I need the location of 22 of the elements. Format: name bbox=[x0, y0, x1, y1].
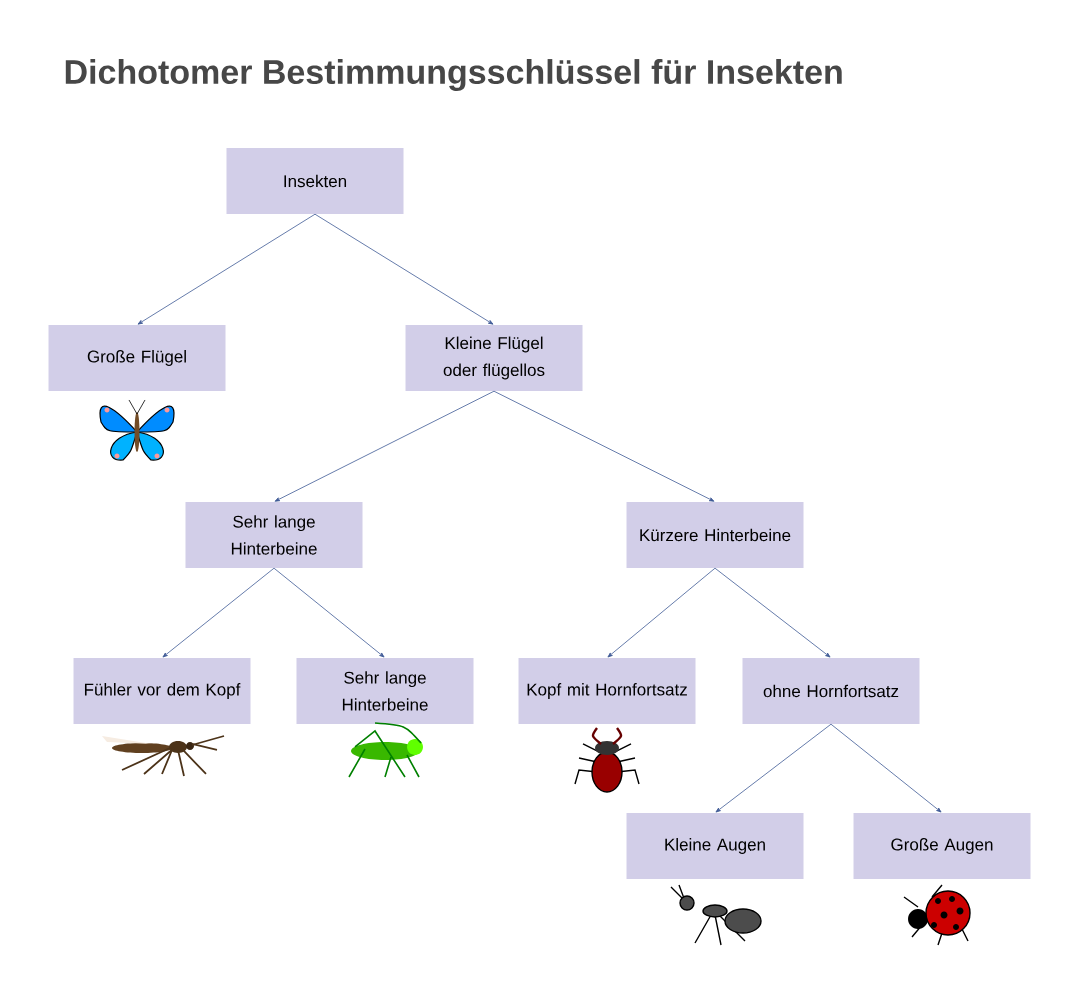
title: Dichotomer Bestimmungsschlüssel für Insekten bbox=[65, 59, 842, 91]
arrow bbox=[274, 390, 495, 502]
box: Große Flügel bbox=[48, 325, 226, 391]
arrow bbox=[714, 567, 831, 658]
arrow bbox=[607, 567, 716, 658]
box: Kürzere Hinterbeine bbox=[626, 502, 804, 568]
box: ohne Hornfortsatz bbox=[742, 658, 920, 724]
box: Kleine Flügel oder flügellos bbox=[405, 325, 583, 391]
arrow bbox=[715, 723, 832, 813]
box: Sehr lange Hinterbeine bbox=[296, 658, 474, 724]
box: Große Augen bbox=[853, 813, 1031, 879]
arrow bbox=[273, 567, 385, 658]
box: Fühler vor dem Kopf bbox=[73, 658, 251, 724]
box: Kopf mit Hornfortsatz bbox=[518, 658, 696, 724]
box: Kleine Augen bbox=[626, 813, 804, 879]
arrow bbox=[162, 567, 275, 658]
box: Insekten bbox=[226, 148, 404, 214]
arrow bbox=[137, 213, 316, 325]
arrow bbox=[493, 390, 715, 502]
arrow bbox=[314, 213, 494, 325]
box: Sehr lange Hinterbeine bbox=[185, 502, 363, 568]
arrow bbox=[830, 723, 942, 813]
